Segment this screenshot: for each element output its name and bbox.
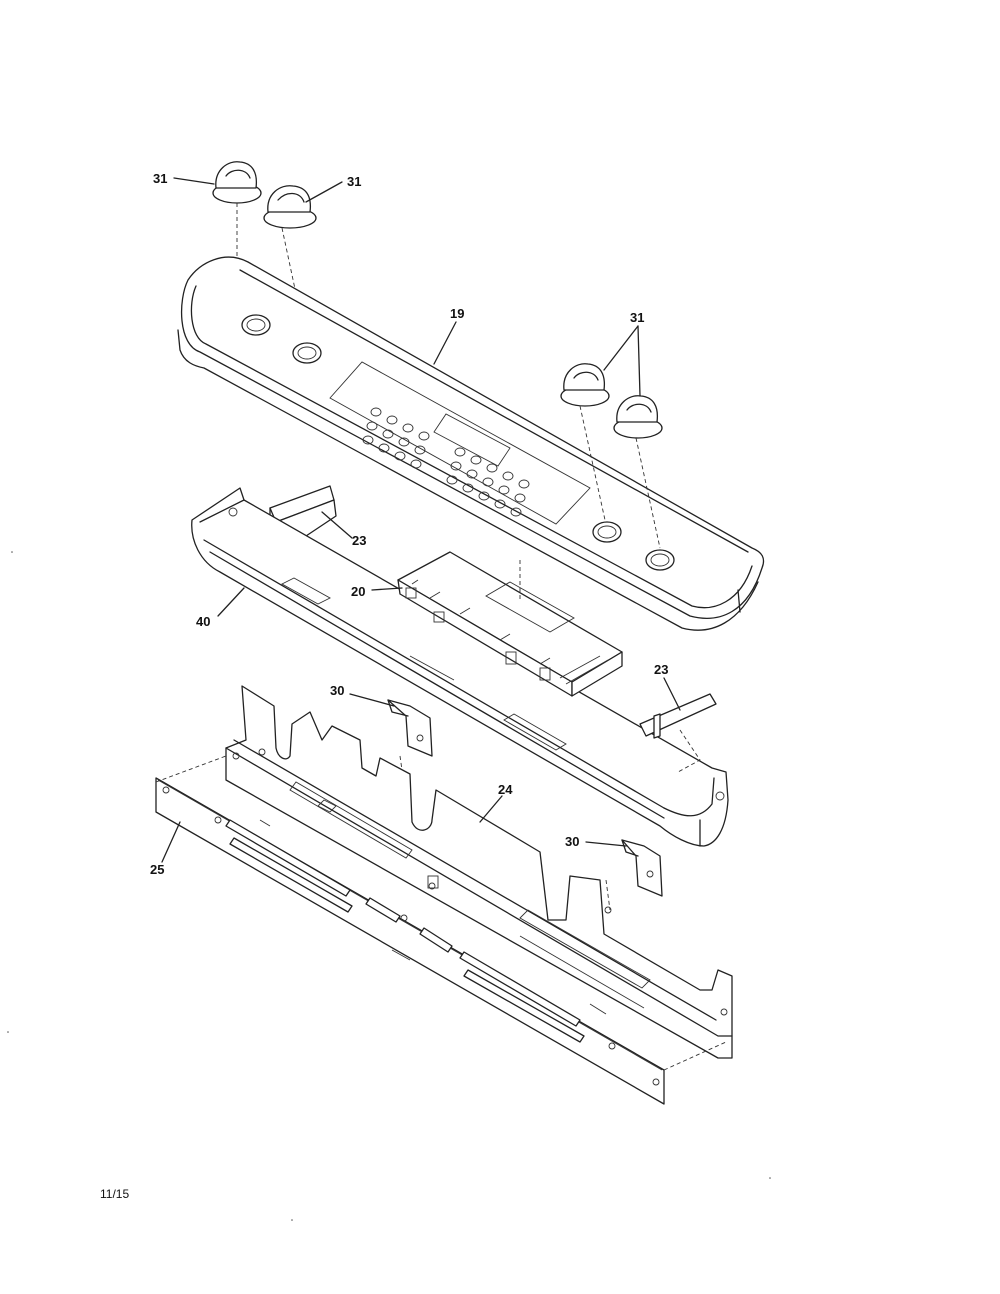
control-panel-19 xyxy=(177,256,765,631)
knob-31-left xyxy=(212,161,262,204)
callout-31: 31 xyxy=(630,310,644,325)
keypad-button xyxy=(414,445,426,455)
callout-40: 40 xyxy=(196,614,210,629)
keypad-button xyxy=(394,451,406,461)
keypad-button xyxy=(446,475,458,485)
keypad-button xyxy=(362,435,374,445)
callout-31: 31 xyxy=(153,171,167,186)
callout-23: 23 xyxy=(352,533,366,548)
keypad-button xyxy=(494,499,506,509)
callout-19: 19 xyxy=(450,306,464,321)
callout-labels: 31 31 19 31 23 20 40 23 30 24 30 25 xyxy=(150,171,668,877)
page-code: 11/15 xyxy=(100,1187,129,1201)
front-plate-25 xyxy=(155,755,727,1105)
keypad-button xyxy=(386,415,398,425)
keypad-button xyxy=(378,443,390,453)
keypad-button xyxy=(370,407,382,417)
control-board-20 xyxy=(397,551,623,697)
callout-24: 24 xyxy=(498,782,513,797)
callout-23: 23 xyxy=(654,662,668,677)
keypad-button xyxy=(466,469,478,479)
trim-40 xyxy=(191,487,729,847)
keypad-button xyxy=(462,483,474,493)
keypad-buttons xyxy=(362,407,530,517)
keypad-button xyxy=(510,507,522,517)
knob-guide-line xyxy=(579,405,606,521)
keypad-button xyxy=(410,459,422,469)
mounting-plate-24 xyxy=(225,685,733,1059)
callout-20: 20 xyxy=(351,584,365,599)
keypad-button xyxy=(502,471,514,481)
keypad-button xyxy=(486,463,498,473)
callout-30: 30 xyxy=(565,834,579,849)
bracket-23-lower xyxy=(639,693,717,773)
knob-31-right xyxy=(263,185,317,229)
keypad-button xyxy=(398,437,410,447)
clip-30-lower xyxy=(621,839,663,897)
keypad-button xyxy=(454,447,466,457)
keypad-button xyxy=(514,493,526,503)
keypad-button xyxy=(418,431,430,441)
scan-specks xyxy=(7,551,771,1221)
keypad-button xyxy=(478,491,490,501)
keypad-button xyxy=(402,423,414,433)
keypad-button xyxy=(450,461,462,471)
keypad-button xyxy=(498,485,510,495)
knob-guide-line xyxy=(635,437,661,549)
callout-30: 30 xyxy=(330,683,344,698)
keypad-button xyxy=(518,479,530,489)
knob-31-right-pair-b xyxy=(613,395,663,439)
callout-25: 25 xyxy=(150,862,164,877)
leader-lines xyxy=(161,177,681,863)
keypad-button xyxy=(470,455,482,465)
callout-31: 31 xyxy=(347,174,361,189)
keypad-button xyxy=(366,421,378,431)
keypad-button xyxy=(382,429,394,439)
clip-30-upper xyxy=(387,699,433,757)
knob-31-right-pair-a xyxy=(560,363,610,407)
keypad-button xyxy=(482,477,494,487)
